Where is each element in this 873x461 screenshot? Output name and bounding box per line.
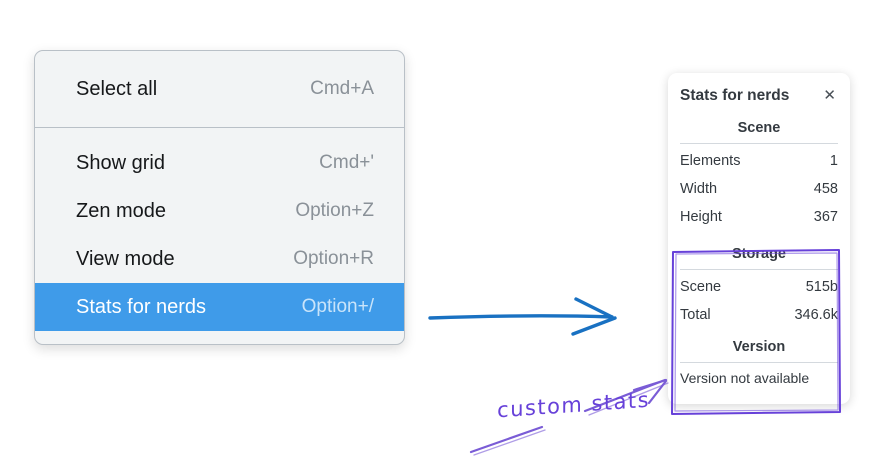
stat-label: Width bbox=[680, 181, 718, 197]
stat-value: 367 bbox=[813, 209, 838, 225]
divider bbox=[680, 362, 838, 363]
menu-item-stats-for-nerds[interactable]: Stats for nerds Option+/ bbox=[35, 283, 404, 331]
menu-item-show-grid[interactable]: Show grid Cmd+' bbox=[35, 139, 404, 187]
menu-item-label: Zen mode bbox=[76, 199, 167, 222]
stat-label: Elements bbox=[680, 153, 741, 169]
stat-row-scene-storage: Scene 515b bbox=[680, 273, 838, 301]
context-menu-section-bottom: Show grid Cmd+' Zen mode Option+Z View m… bbox=[35, 128, 404, 344]
menu-item-select-all[interactable]: Select all Cmd+A bbox=[35, 62, 404, 116]
menu-item-shortcut: Option+Z bbox=[295, 200, 374, 221]
menu-item-zen-mode[interactable]: Zen mode Option+Z bbox=[35, 187, 404, 235]
context-menu-section-top: Select all Cmd+A bbox=[35, 51, 404, 128]
stat-row-height: Height 367 bbox=[680, 203, 838, 231]
stats-panel-header: Stats for nerds ✕ bbox=[680, 86, 838, 105]
stat-value: 515b bbox=[805, 279, 838, 295]
scene-section-heading: Scene bbox=[737, 120, 781, 136]
menu-item-shortcut: Cmd+A bbox=[310, 78, 374, 99]
stat-value: 346.6k bbox=[794, 307, 838, 323]
menu-item-label: Stats for nerds bbox=[76, 295, 207, 318]
version-section-heading: Version bbox=[732, 339, 786, 355]
divider bbox=[680, 269, 838, 270]
menu-item-shortcut: Cmd+' bbox=[319, 152, 374, 173]
menu-item-label: Show grid bbox=[76, 151, 165, 174]
stats-panel: Stats for nerds ✕ Scene Elements 1 Width… bbox=[668, 73, 850, 404]
storage-section-heading: Storage bbox=[732, 246, 786, 262]
stat-value: 1 bbox=[829, 153, 838, 169]
stat-label: Scene bbox=[680, 279, 722, 295]
stats-panel-title: Stats for nerds bbox=[680, 86, 790, 104]
stat-label: Total bbox=[680, 307, 711, 323]
divider bbox=[680, 143, 838, 144]
version-note: Version not available bbox=[680, 370, 810, 386]
menu-item-view-mode[interactable]: View mode Option+R bbox=[35, 235, 404, 283]
stat-value: 458 bbox=[813, 181, 838, 197]
custom-stats-annotation: custom stats bbox=[497, 387, 651, 423]
menu-item-shortcut: Option+/ bbox=[301, 296, 374, 317]
close-icon[interactable]: ✕ bbox=[823, 87, 836, 104]
menu-to-panel-arrow bbox=[428, 297, 617, 336]
stat-row-elements: Elements 1 bbox=[680, 147, 838, 175]
stat-label: Height bbox=[680, 209, 722, 225]
stat-row-total-storage: Total 346.6k bbox=[680, 301, 838, 329]
menu-item-label: View mode bbox=[76, 247, 175, 270]
context-menu: Select all Cmd+A Show grid Cmd+' Zen mod… bbox=[34, 50, 405, 345]
menu-item-shortcut: Option+R bbox=[293, 248, 374, 269]
stat-row-width: Width 458 bbox=[680, 175, 838, 203]
menu-item-label: Select all bbox=[76, 77, 158, 100]
